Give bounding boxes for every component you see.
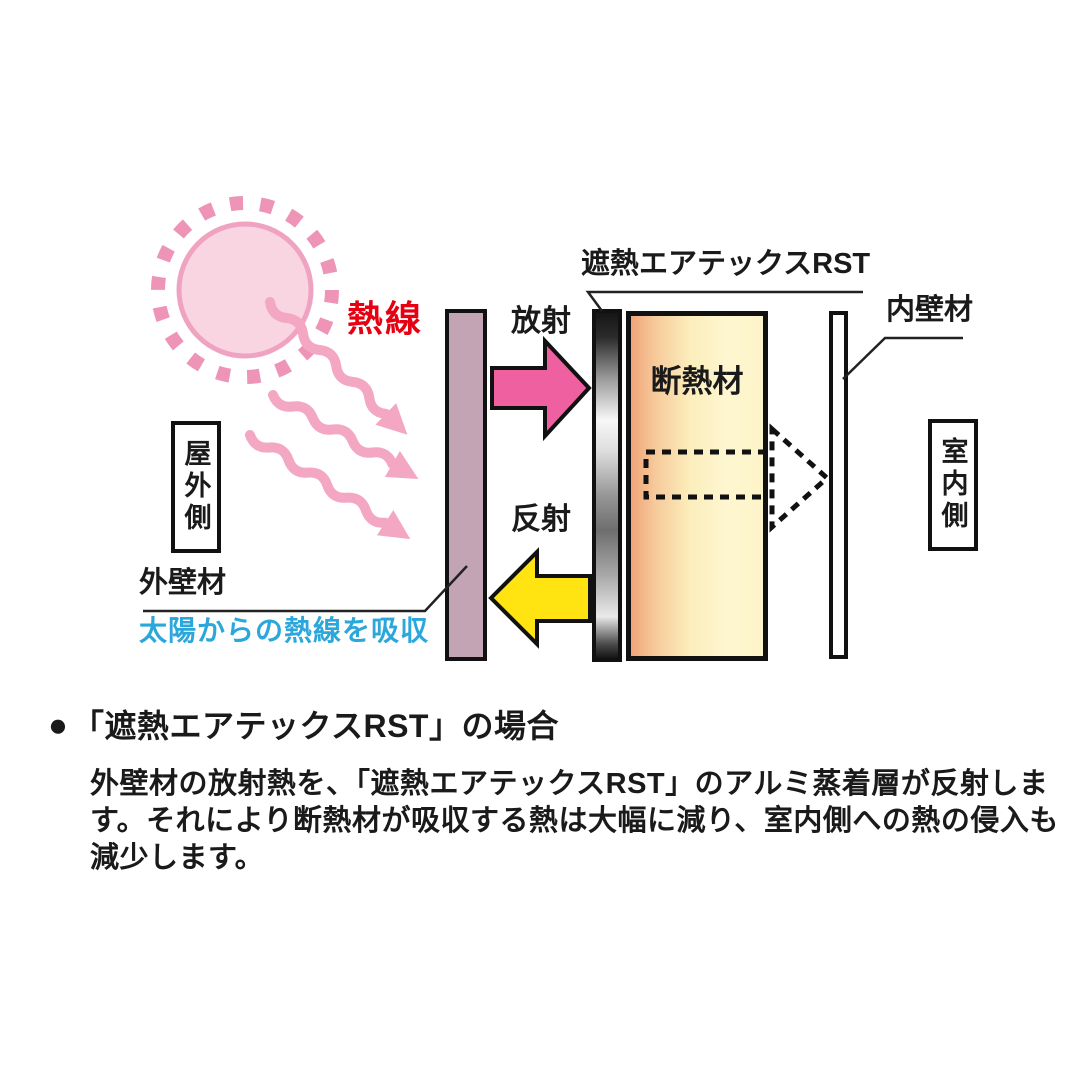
diagram-graphics (143, 196, 963, 649)
rst-aluminum-layer-bar (592, 309, 622, 662)
heat-ray-arrow-1 (265, 297, 408, 435)
indoor-side-label: 室内側 (937, 437, 968, 533)
bullet-icon: ● (48, 705, 68, 743)
inner-wall-label: 内壁材 (886, 294, 974, 326)
sun-dashed-ring (151, 196, 339, 384)
absorb-note: 太陽からの熱線を吸収 (139, 615, 430, 646)
caption-body-line: 減少します。 (90, 842, 265, 874)
caption-heading: 「遮熱エアテックスRST」の場合 (71, 708, 559, 744)
sun-disc (176, 221, 314, 359)
heat-ray-arrow-3 (245, 430, 411, 540)
heat-ray-label: 熱線 (347, 298, 424, 339)
inner-wall-bar (829, 311, 848, 659)
caption-heading-row: ● 「遮熱エアテックスRST」の場合 (48, 701, 559, 747)
leader-line-product (585, 290, 863, 312)
radiation-arrow (490, 335, 592, 442)
outer-wall-bar (445, 309, 487, 661)
caption-body-line: す。それにより断熱材が吸収する熱は大幅に減り、室内側への熱の侵入も (90, 805, 1059, 837)
indoor-side-box: 室内側 (928, 419, 978, 551)
leader-line-outer-wall (143, 565, 468, 613)
heat-pass-dashed-arrow (643, 423, 831, 533)
leader-line-inner-wall (842, 336, 963, 380)
caption-body-line: 外壁材の放射熱を、「遮熱エアテックスRST」のアルミ蒸着層が反射しま (90, 768, 1049, 800)
outdoor-side-box: 屋外側 (171, 421, 221, 553)
outdoor-side-label: 屋外側 (180, 439, 211, 535)
sun-icon (151, 196, 339, 384)
insulation-label: 断熱材 (650, 364, 744, 399)
heat-ray-arrow-2 (268, 390, 419, 479)
reflection-arrow (488, 547, 592, 649)
reflection-label: 反射 (511, 503, 571, 536)
product-label: 遮熱エアテックスRST (581, 248, 871, 280)
outer-wall-label: 外壁材 (139, 567, 227, 599)
insulation-box (626, 311, 768, 661)
radiation-label: 放射 (511, 305, 571, 338)
